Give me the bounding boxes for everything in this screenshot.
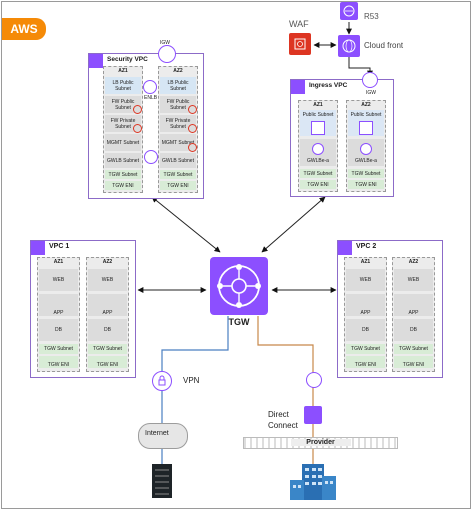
ingress-tgw-link [261,196,326,253]
tgw-subnet: TGW Subnet [160,170,196,179]
tgw-subnet: TGW Subnet [105,170,141,179]
tgw-eni: TGW ENI [348,180,384,189]
vpc-icon [338,241,352,255]
waf-icon [289,33,311,55]
datacenter-server-icon [152,464,172,498]
provider-bar: Provider [243,437,398,449]
provider-label: Provider [290,439,351,446]
tgw-eni: TGW ENI [160,181,196,190]
direct-connect-icon [304,406,322,424]
tgw-eni: TGW ENI [88,356,127,368]
gwlb-endpoint-icon [312,143,324,155]
ingress-igw-label: IGW [366,90,376,96]
firewall-icon [133,105,142,114]
web-subnet: WEB [39,269,78,291]
az-label: AZ1 [360,259,371,265]
az-label: AZ2 [102,259,113,265]
direct-connect-label: Direct Connect [268,410,298,430]
tgw-subnet: TGW Subnet [39,344,78,354]
r53-label: R53 [364,12,379,21]
tgw-subnet: TGW Subnet [394,344,433,354]
lb-public-subnet: LB Public Subnet [105,77,141,94]
tgw-subnet: TGW Subnet [348,169,384,178]
gwlb-subnet: GWLB Subnet [105,153,141,168]
server-icon [311,121,325,135]
internet-cloud-icon [138,423,188,449]
app-subnet: APP [39,294,78,316]
firewall-icon [133,124,142,133]
tgw-eni: TGW ENI [105,181,141,190]
tgw-eni: TGW ENI [300,180,336,189]
tgw-subnet: TGW Subnet [346,344,385,354]
db-subnet: DB [346,319,385,341]
cloudfront-icon [338,35,360,57]
security-tgw-link [151,196,221,253]
route53-icon [340,2,358,20]
security-igw-label: IGW [160,40,170,46]
internet-label: Internet [145,430,169,437]
server-icon [359,121,373,135]
vpn-label: VPN [183,376,200,385]
az-label: AZ1 [118,68,128,74]
vpc-icon [291,80,305,94]
web-subnet: WEB [346,269,385,291]
gwlb-subnet: GWLB Subnet [160,153,196,168]
tgw-label: TGW [228,317,250,327]
tgw-eni: TGW ENI [39,356,78,368]
app-subnet: APP [88,294,127,316]
transit-gateway-icon [210,257,268,315]
az-label: AZ2 [361,102,371,108]
vpn-lock-icon [152,371,172,391]
load-balancer-icon [143,80,157,94]
fw-public-subnet: FW Public Subnet [105,96,141,113]
az-label: AZ1 [313,102,323,108]
gwlb-endpoint-icon [360,143,372,155]
web-subnet: WEB [394,269,433,291]
igw-icon [158,45,176,63]
vpc1-title: VPC 1 [49,243,70,250]
vpc-icon [89,54,103,68]
waf-label: WAF [289,19,309,29]
vpn-link [161,316,229,470]
fw-public-subnet: FW Public Subnet [160,96,196,113]
enlb-label: ENLB [144,95,158,101]
cloudfront-label: Cloud front [364,41,404,50]
app-subnet: APP [394,294,433,316]
db-subnet: DB [394,319,433,341]
fw-private-subnet: FW Private Subnet [160,115,196,132]
security-vpc-title: Security VPC [107,56,148,63]
corporate-building-icon [288,462,338,500]
fw-private-subnet: FW Private Subnet [105,115,141,132]
web-subnet: WEB [88,269,127,291]
gateway-load-balancer-icon [144,150,158,164]
igw-icon [362,72,378,88]
dx-crossconnect-icon [306,372,322,388]
tgw-subnet: TGW Subnet [300,169,336,178]
az-label: AZ1 [53,259,64,265]
firewall-icon [188,143,197,152]
vpc-icon [31,241,45,255]
az-label: AZ2 [173,68,183,74]
firewall-icon [188,124,197,133]
tgw-eni: TGW ENI [346,356,385,368]
az-label: AZ2 [408,259,419,265]
db-subnet: DB [39,319,78,341]
tgw-subnet: TGW Subnet [88,344,127,354]
mgmt-subnet: MGMT Subnet [160,134,196,151]
app-subnet: APP [346,294,385,316]
mgmt-subnet: MGMT Subnet [105,134,141,151]
lb-public-subnet: LB Public Subnet [160,77,196,94]
direct-connect-link [257,316,314,437]
aws-badge: AWS [2,18,46,40]
vpc2-title: VPC 2 [356,243,377,250]
firewall-icon [188,105,197,114]
ingress-vpc-title: Ingress VPC [309,82,348,89]
tgw-eni: TGW ENI [394,356,433,368]
db-subnet: DB [88,319,127,341]
